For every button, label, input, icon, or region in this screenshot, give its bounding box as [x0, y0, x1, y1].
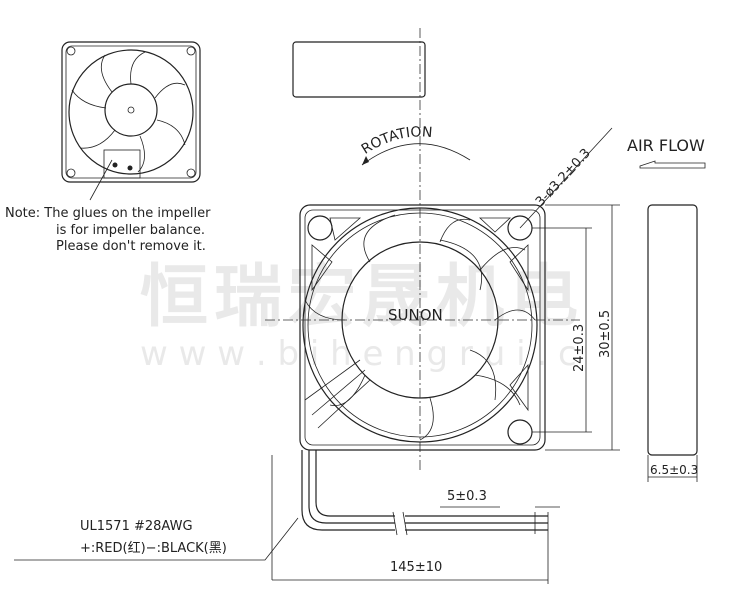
- air-flow-label: AIR FLOW: [627, 136, 705, 155]
- dimension-lines: [532, 204, 698, 482]
- side-view: [647, 204, 698, 456]
- note-line-2: is for impeller balance.: [56, 223, 205, 238]
- note-line-3: Please don't remove it.: [56, 239, 206, 254]
- air-flow-arrow: [639, 160, 706, 169]
- lead-wires: [14, 450, 560, 584]
- strip-length-dimension: 5±0.3: [447, 489, 487, 504]
- top-view: [292, 41, 426, 98]
- hole-dimension: 3-ø3.2±0.3: [533, 146, 594, 210]
- rotation-arrow: [361, 143, 471, 166]
- rotation-label: ROTATION: [359, 124, 433, 158]
- brand-label: SUNON: [388, 306, 443, 324]
- small-fan-front-view: [61, 41, 201, 201]
- hole-leader: [519, 127, 613, 229]
- hole-pitch-dimension: 24±0.3: [572, 324, 587, 372]
- wire-spec: UL1571 #28AWG: [80, 519, 193, 534]
- thickness-dimension: 6.5±0.3: [650, 463, 698, 477]
- note-line-1: Note: The glues on the impeller: [5, 206, 211, 221]
- wire-colors: +:RED(红)−:BLACK(黑): [80, 540, 227, 556]
- frame-size-dimension: 30±0.5: [598, 310, 613, 358]
- lead-length-dimension: 145±10: [390, 560, 442, 575]
- main-fan-front-view: [265, 204, 580, 451]
